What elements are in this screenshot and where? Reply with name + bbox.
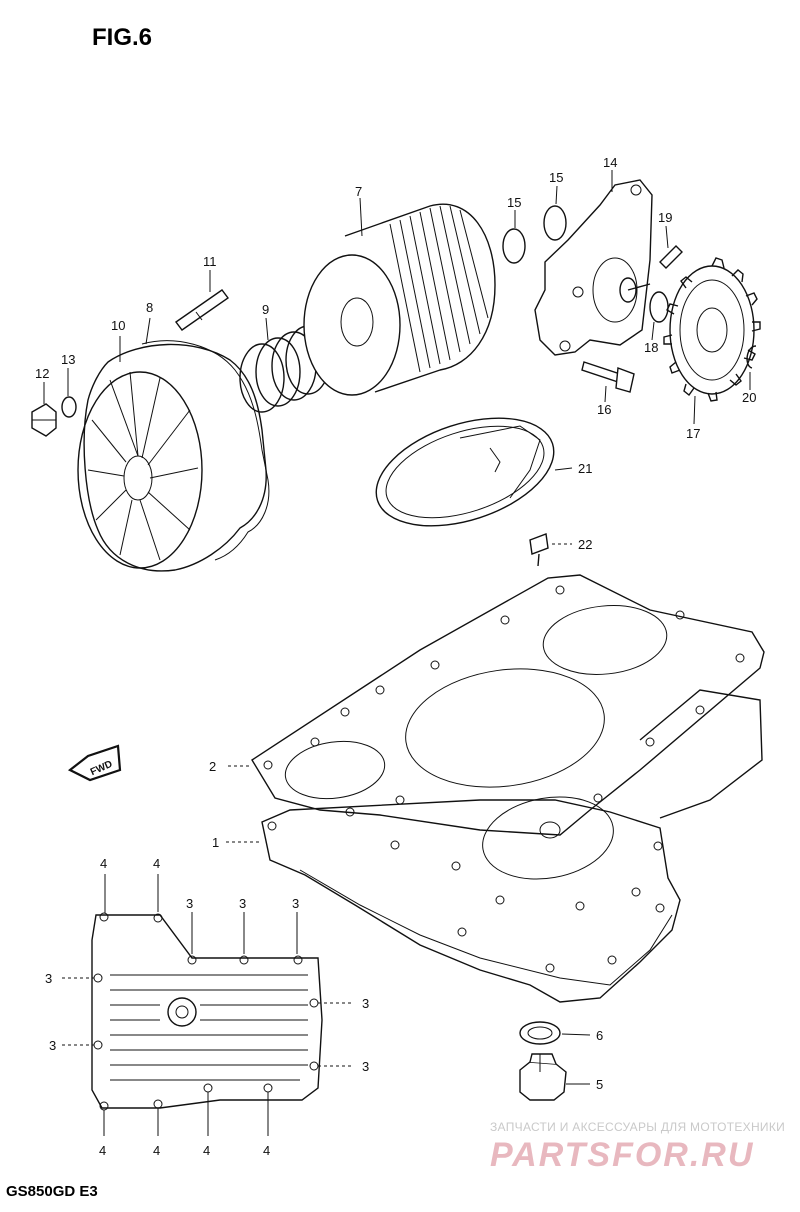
callout-3-top-right: 3 bbox=[292, 896, 299, 911]
leader-lines bbox=[43, 170, 751, 1136]
callout-11: 11 bbox=[203, 254, 217, 269]
callout-12: 12 bbox=[35, 366, 49, 381]
oil-pan-gasket bbox=[251, 574, 765, 836]
circlip bbox=[746, 345, 757, 369]
callout-9: 9 bbox=[262, 302, 269, 317]
callout-14: 14 bbox=[603, 155, 617, 170]
strainer-pin bbox=[529, 533, 549, 567]
callout-19: 19 bbox=[658, 210, 672, 225]
o-ring-upper bbox=[543, 205, 567, 241]
drain-plug-gasket bbox=[519, 1021, 561, 1045]
callout-7: 7 bbox=[355, 184, 362, 199]
callout-15-lower: 15 bbox=[507, 195, 521, 210]
oil-pump-gear bbox=[663, 257, 761, 402]
callout-3-top-mid: 3 bbox=[239, 896, 246, 911]
oil-pump bbox=[534, 179, 653, 356]
callout-13: 13 bbox=[61, 352, 75, 367]
drain-plug bbox=[519, 1053, 567, 1101]
oil-pan bbox=[261, 689, 763, 1003]
oil-filter-cover bbox=[77, 343, 267, 572]
callout-6: 6 bbox=[596, 1028, 603, 1043]
figure-title: FIG.6 bbox=[92, 24, 152, 51]
callout-21: 21 bbox=[578, 461, 592, 476]
callout-8: 8 bbox=[146, 300, 153, 315]
callout-16: 16 bbox=[597, 402, 611, 417]
callout-3-right-upper: 3 bbox=[362, 996, 369, 1011]
callout-3-left-lower: 3 bbox=[49, 1038, 56, 1053]
oil-pan-bottom-view bbox=[91, 912, 323, 1111]
oil-filter bbox=[303, 203, 496, 396]
callout-15-upper: 15 bbox=[549, 170, 563, 185]
callout-1: 1 bbox=[212, 835, 219, 850]
callout-5: 5 bbox=[596, 1077, 603, 1092]
callout-22: 22 bbox=[578, 537, 592, 552]
pump-washer bbox=[649, 291, 669, 323]
cap-nut bbox=[31, 403, 57, 437]
cover-gasket bbox=[141, 340, 270, 561]
dowel-pin bbox=[175, 289, 229, 331]
callout-labels: 7 8 9 10 11 12 13 14 15 15 19 18 16 17 2… bbox=[35, 155, 756, 1158]
watermark: ЗАПЧАСТИ И АКСЕССУАРЫ ДЛЯ МОТОТЕХНИКИ PA… bbox=[490, 1120, 785, 1174]
callout-3-right-lower: 3 bbox=[362, 1059, 369, 1074]
pump-pin bbox=[659, 245, 683, 269]
callout-4-top-right: 4 bbox=[153, 856, 160, 871]
callout-4-bottom-1: 4 bbox=[99, 1143, 106, 1158]
watermark-tagline: ЗАПЧАСТИ И АКСЕССУАРЫ ДЛЯ МОТОТЕХНИКИ bbox=[490, 1120, 785, 1134]
callout-4-bottom-2: 4 bbox=[153, 1143, 160, 1158]
callout-4-bottom-4: 4 bbox=[263, 1143, 270, 1158]
o-ring-lower bbox=[502, 228, 526, 264]
callout-3-left-upper: 3 bbox=[45, 971, 52, 986]
callout-20: 20 bbox=[742, 390, 756, 405]
fwd-arrow-icon: FWD bbox=[67, 744, 122, 782]
oil-strainer bbox=[375, 417, 555, 527]
callout-18: 18 bbox=[644, 340, 658, 355]
pump-bolt bbox=[581, 361, 635, 393]
callout-3-top-left: 3 bbox=[186, 896, 193, 911]
callout-17: 17 bbox=[686, 426, 700, 441]
model-code: GS850GD E3 bbox=[6, 1183, 98, 1200]
callout-4-bottom-3: 4 bbox=[203, 1143, 210, 1158]
washer bbox=[61, 396, 77, 418]
callout-2: 2 bbox=[209, 759, 216, 774]
watermark-brand: PARTSFOR.RU bbox=[490, 1136, 754, 1174]
callout-4-top-left: 4 bbox=[100, 856, 107, 871]
callout-10: 10 bbox=[111, 318, 125, 333]
